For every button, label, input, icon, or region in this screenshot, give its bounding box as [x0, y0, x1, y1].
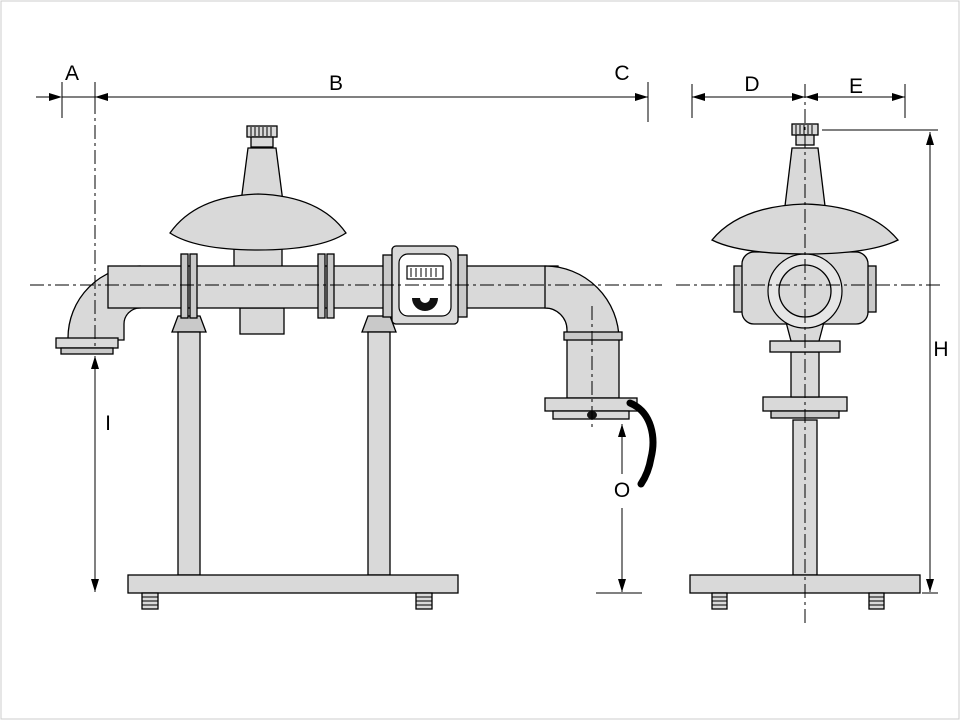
base-plate [127, 574, 459, 594]
dim-label-e: E [849, 75, 863, 98]
regulator-adjuster-cap [246, 125, 278, 148]
arrowhead [49, 93, 62, 101]
dim-label-o: O [614, 479, 630, 502]
meter-flange-left [382, 254, 393, 318]
inlet-flange-lip [60, 347, 114, 355]
meter-register [406, 265, 444, 280]
arrowhead [618, 579, 626, 592]
foot-bolt-right [415, 592, 433, 610]
meter-dial [412, 298, 438, 311]
meter-flange-right [457, 254, 468, 318]
stand-column [367, 331, 391, 576]
centerlines [30, 82, 942, 625]
arrowhead [91, 579, 99, 592]
dim-label-d: D [744, 73, 759, 96]
stand-column [177, 331, 201, 576]
inlet-flange [55, 337, 119, 349]
dim-label-a: A [65, 62, 79, 85]
outlet-pipe-collar [563, 331, 623, 341]
arrowhead [892, 93, 905, 101]
regulator-dome [169, 193, 347, 251]
dim-label-h: H [933, 338, 948, 361]
front-view [55, 125, 657, 610]
stand-saddle [361, 315, 397, 333]
dim-label-b: B [329, 72, 343, 95]
arrowhead [618, 424, 626, 437]
valve-handle [626, 399, 657, 488]
dim-label-c: C [614, 62, 629, 85]
arrowhead [926, 579, 934, 592]
arrowhead [91, 356, 99, 369]
pipe-flange-pair-left [180, 253, 198, 319]
arrowhead [692, 93, 705, 101]
dimensions: A B C D E H I O [36, 62, 949, 594]
foot-bolt-left [141, 592, 159, 610]
pipe-stand-right [361, 315, 397, 576]
regulator-lower-body [239, 307, 285, 335]
foot-bolt-right [868, 592, 885, 610]
pipe-stand-left [171, 315, 207, 576]
arrowhead [926, 132, 934, 145]
arrowhead [792, 93, 805, 101]
outlet-flange [544, 397, 638, 412]
foot-bolt-left [711, 592, 728, 610]
arrowhead [805, 93, 818, 101]
stand-saddle [171, 315, 207, 333]
dim-label-i: I [105, 412, 111, 435]
meter-digits [410, 268, 437, 277]
pipe-flange-pair-right [317, 253, 335, 319]
arrowhead [635, 93, 648, 101]
arrowhead [95, 93, 108, 101]
